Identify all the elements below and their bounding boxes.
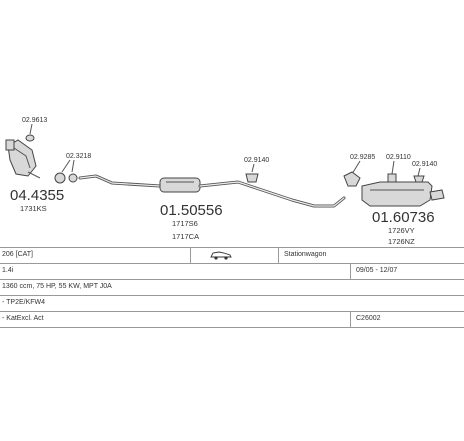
clamp-02-3218[interactable]: 02.3218 [54, 153, 91, 184]
leader-line-3 [251, 163, 255, 173]
leader-line-4 [351, 160, 361, 175]
vehicle-info-table: 206 [CAT] Stationwagon 1.4i 09/05 - 12/0… [0, 247, 464, 328]
center-part-code-1: 1717S6 [172, 219, 198, 228]
clamp-icon [54, 172, 66, 184]
leader-line-2 [61, 159, 71, 173]
hanger-02-9140-rear[interactable]: 02.9140 [412, 161, 437, 183]
hanger-icon-2 [387, 173, 397, 183]
leader-line-5 [391, 160, 395, 175]
column-divider [278, 248, 279, 263]
hardware-label-3: 02.9140 [244, 157, 269, 164]
catalyst-note-cell: - KatExcl. Act [2, 315, 44, 322]
gasket-02-9613[interactable]: 02.9613 [22, 117, 47, 142]
catalyst-part-number: 04.4355 [10, 187, 64, 204]
front-pipe [78, 174, 162, 188]
hardware-label-1: 02.9613 [22, 117, 47, 124]
center-part-number: 01.50556 [160, 202, 223, 219]
hanger-icon [245, 173, 259, 183]
exhaust-system-diagram: 02.9613 02.3218 04.4355 1731KS 01.50556 … [5, 117, 445, 246]
hardware-label-2: 02.3218 [66, 153, 91, 160]
clamp-icon-3 [343, 171, 361, 187]
hardware-label-4: 02.9285 [350, 154, 375, 161]
rear-part-code-2: 1726NZ [388, 237, 415, 246]
column-divider [350, 312, 351, 327]
hanger-02-9110[interactable]: 02.9110 [386, 154, 411, 183]
leader-line-6 [417, 167, 421, 177]
hardware-label-6: 02.9140 [412, 161, 437, 168]
model-cell: 206 [CAT] [2, 251, 33, 258]
front-pipe-highlight [79, 175, 161, 187]
hanger-icon-3 [413, 175, 425, 183]
table-row: 206 [CAT] Stationwagon [0, 247, 464, 263]
date-range-cell: 09/05 - 12/07 [356, 267, 398, 274]
catalyst-part-code: 1731KS [20, 204, 47, 213]
rear-muffler-part[interactable] [361, 181, 445, 207]
rear-part-number: 01.60736 [372, 209, 435, 226]
reference-cell: C26002 [356, 315, 381, 322]
catalyst-flange [5, 139, 15, 151]
rear-muffler-body [361, 181, 433, 207]
catalyst-outlet [27, 171, 41, 179]
table-row: 1360 ccm, 75 HP, 55 KW, MPT J0A [0, 279, 464, 295]
rear-pipe-highlight [199, 181, 345, 207]
table-row: - KatExcl. Act C26002 [0, 311, 464, 328]
table-row: 1.4i 09/05 - 12/07 [0, 263, 464, 279]
car-icon [210, 250, 232, 262]
gasket-icon [25, 134, 35, 142]
clamp-icon-2 [68, 173, 78, 183]
specs-cell: 1360 ccm, 75 HP, 55 KW, MPT J0A [2, 283, 112, 290]
hanger-02-9140[interactable]: 02.9140 [244, 157, 269, 183]
clamp-02-9285[interactable]: 02.9285 [343, 154, 375, 187]
column-divider [350, 264, 351, 279]
tailpipe [429, 189, 445, 201]
body-type-cell: Stationwagon [284, 251, 327, 258]
catalyst-detail [13, 147, 31, 169]
center-muffler-body [159, 177, 201, 193]
leader-line-2b [71, 159, 75, 173]
center-pipe-part[interactable] [78, 174, 346, 208]
column-divider [190, 248, 191, 263]
center-part-code-2: 1717CA [172, 232, 199, 241]
engine-code-cell: - TP2E/KFW4 [2, 299, 46, 306]
leader-line-1 [29, 123, 33, 135]
rear-part-code-1: 1726VY [388, 226, 415, 235]
table-row: - TP2E/KFW4 [0, 295, 464, 311]
catalyst-part[interactable] [5, 139, 41, 179]
hardware-label-5: 02.9110 [386, 154, 411, 161]
engine-cell: 1.4i [2, 267, 14, 274]
